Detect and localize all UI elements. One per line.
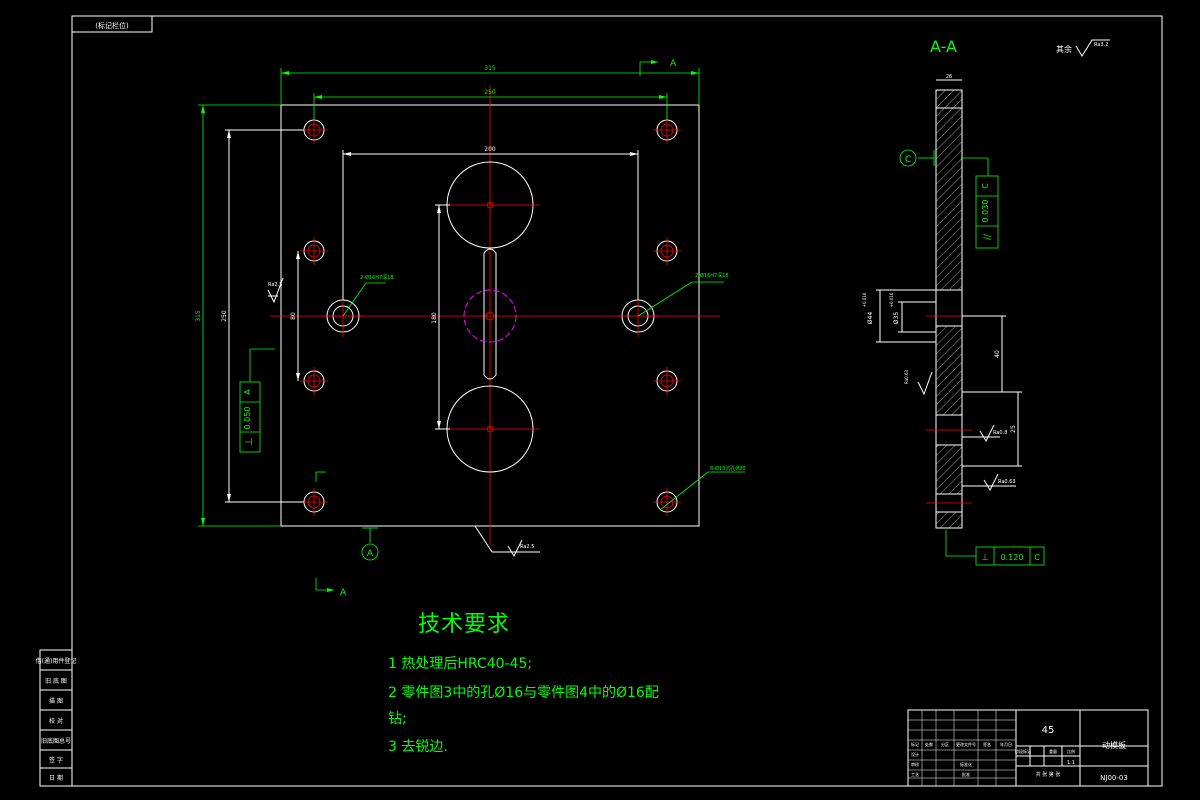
tol-symbol: ⊥ — [244, 438, 255, 447]
part-name: 动模板 — [1102, 740, 1126, 750]
side-label: 签 字 — [49, 756, 63, 764]
tb-role: 审核 — [911, 761, 919, 767]
section-letter-bottom: A — [340, 588, 347, 598]
roughness-general-label: 其余 — [1056, 44, 1072, 54]
dim-tol: +0.016 — [889, 292, 894, 307]
roughness-value: Ra0.63 — [998, 479, 1016, 485]
section-view: A-A C C 0.030 // 其余 Ra3.2 Ø44 +0.016 — [862, 37, 1110, 566]
tb-stage: 阶段标记 — [1015, 748, 1031, 754]
title-block: 标记 处数 分区 更改文件号 签名 年月日 设计 审核 工艺 标准化 批准 阶段… — [907, 709, 1149, 787]
tol-symbol: // — [983, 233, 993, 240]
dim-small-left: 80 — [290, 312, 297, 320]
side-label: 旧底图总号 — [41, 737, 71, 745]
side-label: 借(通)用件登记 — [36, 657, 77, 665]
tb-role: 批准 — [962, 771, 970, 777]
hole-note-right: 2-Ø16H7深18 — [695, 272, 729, 279]
inner-border — [71, 15, 1163, 787]
dim-overall-height: 315 — [195, 310, 202, 322]
roughness-value: Ra2.5 — [520, 544, 534, 550]
side-column: 借(通)用件登记 旧 底 图 描 图 校 对 旧底图总号 签 字 日 期 — [36, 649, 77, 787]
roughness-left-face: Ra2.5 — [267, 277, 284, 304]
datum-a-bottom: A — [361, 527, 379, 561]
tech-requirement-3: 3 去锐边. — [388, 739, 448, 755]
tech-requirement-2-cont: 钻; — [388, 711, 407, 727]
tb-role: 设计 — [911, 751, 919, 757]
tol-datum: C — [981, 183, 990, 189]
left-dimensions: 315 250 80 180 — [195, 104, 450, 527]
dim-tol: +0.016 — [862, 292, 867, 307]
roughness-value: Ra2.5 — [268, 282, 282, 288]
hole-note-left: 2-Ø16H7深18 — [360, 274, 394, 281]
roughness-general-value: Ra3.2 — [1094, 42, 1108, 48]
mounting-holes — [300, 116, 681, 516]
hole-callouts: 2-Ø16H7深18 2-Ø16H7深18 8-Ø13沉孔Ø20 — [342, 272, 746, 511]
datum-c: C — [905, 155, 911, 165]
tb-role: 工艺 — [911, 772, 919, 777]
dim-section-d2: Ø35 — [893, 312, 900, 325]
tb-label: 标记 — [911, 741, 919, 747]
tb-label: 签名 — [983, 741, 991, 747]
roughness-value: Ra0.8 — [993, 430, 1007, 436]
tb-scale: 1:1 — [1067, 760, 1075, 766]
section-marker-bottom: A — [315, 471, 347, 598]
material: 45 — [1042, 725, 1055, 736]
dim-center-spacing: 200 — [484, 146, 496, 153]
tb-label: 处数 — [925, 741, 933, 747]
top-dimensions: 315 250 200 — [280, 65, 700, 300]
drawing-number: NJ00-03 — [1100, 774, 1128, 782]
section-marker-top: A — [639, 59, 677, 76]
tb-role: 标准化 — [960, 761, 972, 767]
tol-datum: C — [1034, 553, 1040, 562]
side-label: 日 期 — [49, 774, 63, 782]
roughness-value: Ra0.63 — [904, 369, 909, 384]
datum-letter: A — [367, 549, 374, 559]
side-label: 旧 底 图 — [45, 677, 67, 685]
tol-value: 0.050 — [243, 407, 252, 430]
frame-label-box — [71, 15, 153, 33]
dim-section-len1: 40 — [994, 350, 1001, 358]
tol-datum: A — [243, 389, 252, 395]
tb-stage: 重量 — [1049, 748, 1057, 754]
dim-section-thk: 26 — [946, 74, 952, 80]
tol-symbol: ⊥ — [981, 553, 989, 563]
frame-label: (标记栏位) — [95, 21, 129, 30]
dim-overall-width: 315 — [484, 65, 496, 72]
tb-label: 更改文件号 — [956, 741, 976, 747]
dim-hole-spacing-x: 250 — [484, 89, 496, 96]
tb-sheet-info: 共 张 第 张 — [1036, 771, 1061, 778]
tb-stage: 比例 — [1067, 748, 1075, 754]
dim-section-d1: Ø44 — [867, 312, 874, 325]
hole-note-corner: 8-Ø13沉孔Ø20 — [710, 465, 746, 472]
roughness-bottom: Ra2.5 — [474, 525, 540, 558]
side-label: 描 图 — [49, 697, 63, 705]
tb-label: 分区 — [941, 741, 949, 747]
section-title: A-A — [930, 37, 957, 56]
dim-hole-spacing-y: 250 — [221, 310, 228, 322]
tech-requirements-title: 技术要求 — [418, 612, 511, 637]
sprue-circle — [463, 289, 517, 343]
dim-section-len2: 25 — [1010, 425, 1017, 433]
plan-view: 315 250 200 A 31 — [195, 59, 746, 598]
tol-value: 0.030 — [981, 200, 990, 223]
tech-requirement-1: 1 热处理后HRC40-45; — [388, 656, 533, 672]
tb-label: 年月日 — [1000, 741, 1012, 747]
tolerance-frame-left: A 0.050 ⊥ — [239, 348, 275, 453]
tol-value: 0.120 — [1001, 553, 1024, 562]
side-label: 校 对 — [49, 717, 63, 725]
dim-mid-spacing: 180 — [431, 312, 438, 324]
tech-requirement-2: 2 零件图3中的孔Ø16与零件图4中的Ø16配 — [388, 685, 659, 701]
section-letter-top: A — [670, 59, 677, 69]
